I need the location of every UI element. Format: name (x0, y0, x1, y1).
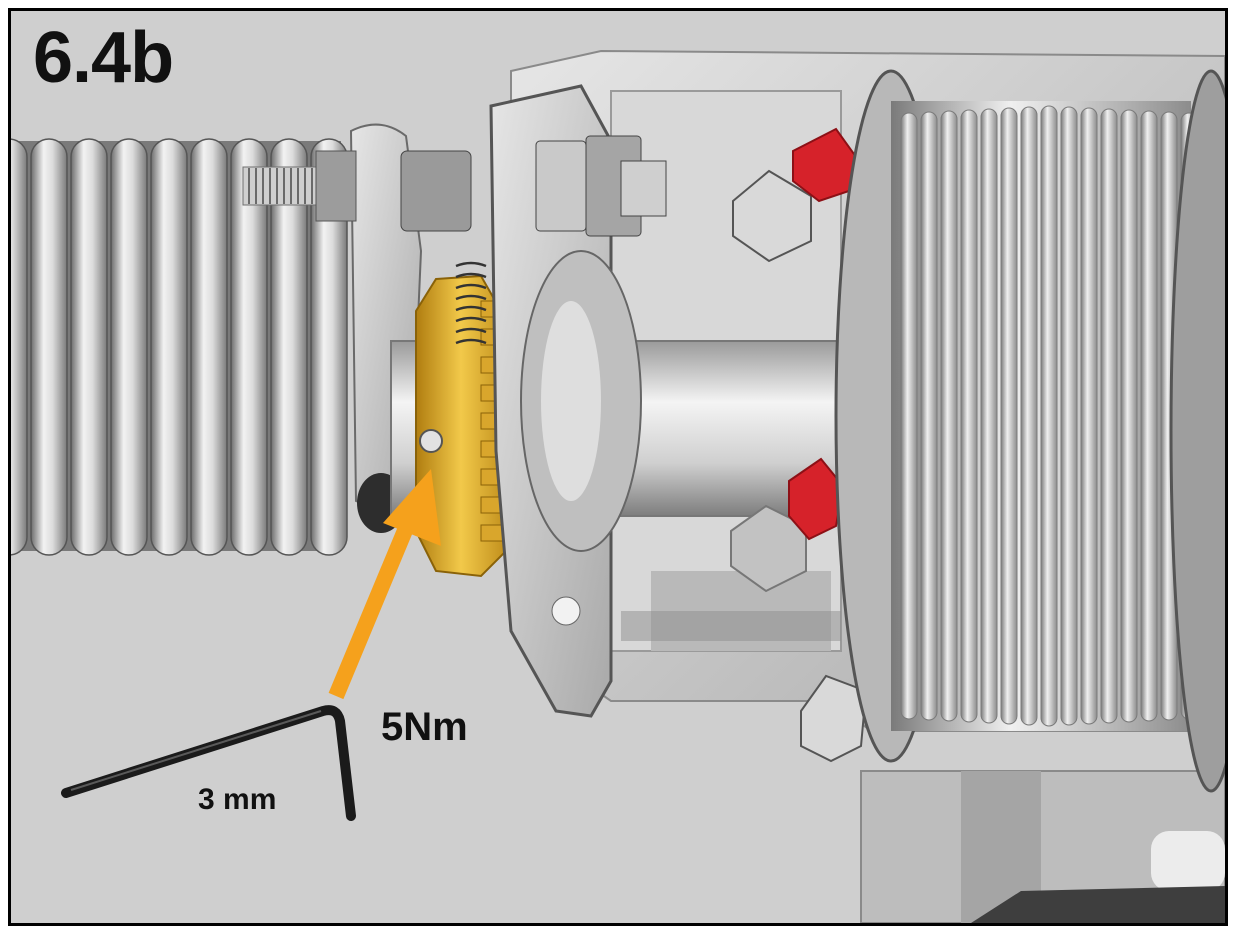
torque-label: 5Nm (381, 705, 468, 749)
end-plate (489, 84, 642, 718)
housing-bolts (730, 169, 868, 763)
small-spring (455, 261, 487, 345)
assembly-illustration (11, 49, 1225, 923)
torsion-spring (11, 138, 348, 556)
red-clips (788, 127, 861, 541)
cable-drum (834, 69, 1225, 793)
step-number: 6.4b (33, 18, 174, 98)
lower-bracket (860, 770, 1225, 923)
allen-key-icon (61, 705, 356, 821)
illustration-frame: 6.4b 5Nm 3 mm (8, 8, 1228, 926)
allen-key-size-label: 3 mm (198, 783, 277, 816)
hex-nuts (400, 135, 667, 237)
torque-arrow-icon (328, 469, 441, 700)
set-screw (419, 429, 443, 453)
